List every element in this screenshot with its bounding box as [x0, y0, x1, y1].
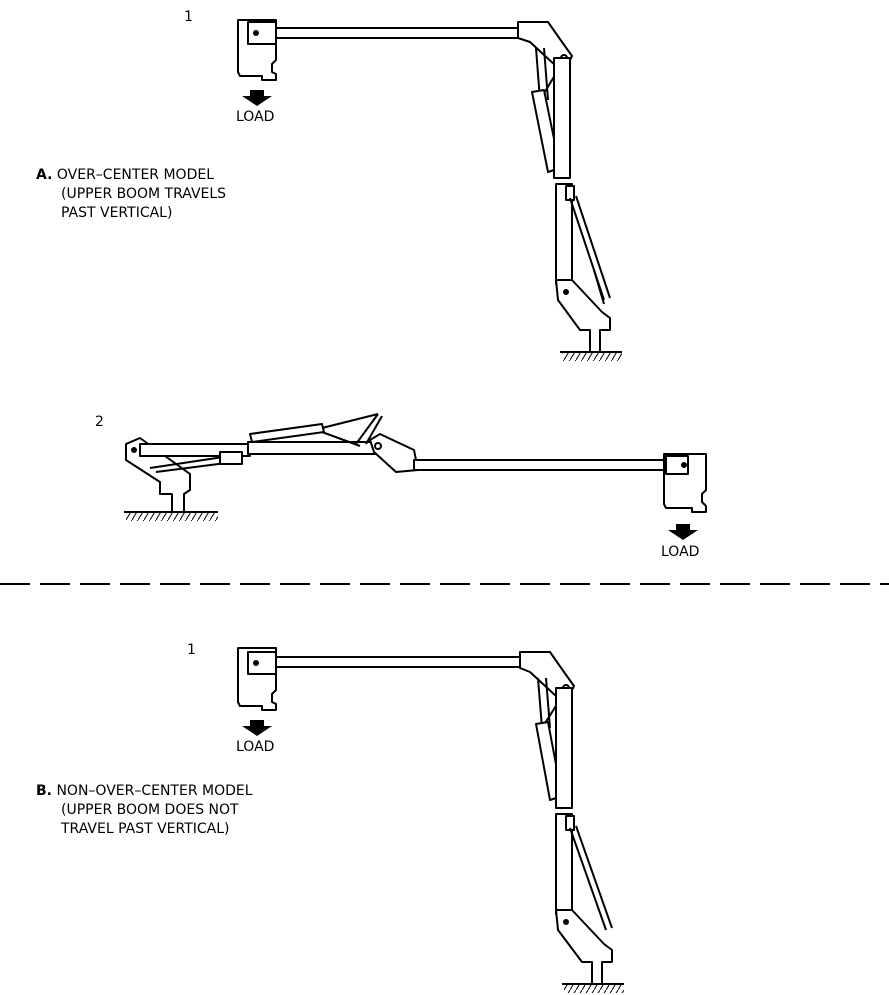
- upper-boom: [275, 27, 525, 39]
- caption-b-line-2: (UPPER BOOM DOES NOT: [61, 802, 239, 818]
- load-arrow-b: [242, 720, 272, 736]
- load-label-a1: LOAD: [236, 109, 275, 125]
- turret-base: [555, 279, 611, 353]
- load-arrow-a2: [668, 524, 698, 540]
- caption-a-line-1: OVER–CENTER MODEL: [56, 167, 214, 183]
- figure-a-position-2-boom: [124, 413, 707, 513]
- caption-a-letter: A.: [36, 167, 53, 183]
- figure-b-position-1-boom: [237, 647, 624, 985]
- caption-b: B. NON–OVER–CENTER MODEL (UPPER BOOM DOE…: [36, 782, 253, 839]
- upper-boom-b: [275, 656, 527, 668]
- platform-pivot: [247, 21, 277, 45]
- ground-hatch-a1: [562, 353, 622, 361]
- upper-boom-mid: [247, 441, 379, 455]
- caption-b-letter: B.: [36, 783, 52, 799]
- position-number-a2: 2: [95, 414, 104, 430]
- elbow-knuckle-2: [369, 433, 419, 473]
- turret-base-b: [555, 909, 613, 985]
- caption-a-line-2: (UPPER BOOM TRAVELS: [61, 186, 227, 202]
- caption-b-line-1: NON–OVER–CENTER MODEL: [56, 783, 253, 799]
- caption-a-line-3: PAST VERTICAL): [61, 205, 173, 221]
- ground-hatch-b: [564, 985, 624, 993]
- load-label-a2: LOAD: [661, 544, 700, 560]
- figure-a-position-1-boom: [237, 19, 622, 353]
- load-arrow-a1: [242, 90, 272, 106]
- ground-hatch-a2: [126, 513, 218, 521]
- load-label-b1: LOAD: [236, 739, 275, 755]
- position-number-a1: 1: [184, 9, 193, 25]
- position-number-b1: 1: [187, 642, 196, 658]
- upper-boom-2: [413, 459, 667, 471]
- caption-b-line-3: TRAVEL PAST VERTICAL): [61, 821, 230, 837]
- upper-post: [553, 57, 571, 179]
- upper-post-b: [555, 687, 573, 809]
- caption-a: A. OVER–CENTER MODEL (UPPER BOOM TRAVELS…: [36, 166, 226, 223]
